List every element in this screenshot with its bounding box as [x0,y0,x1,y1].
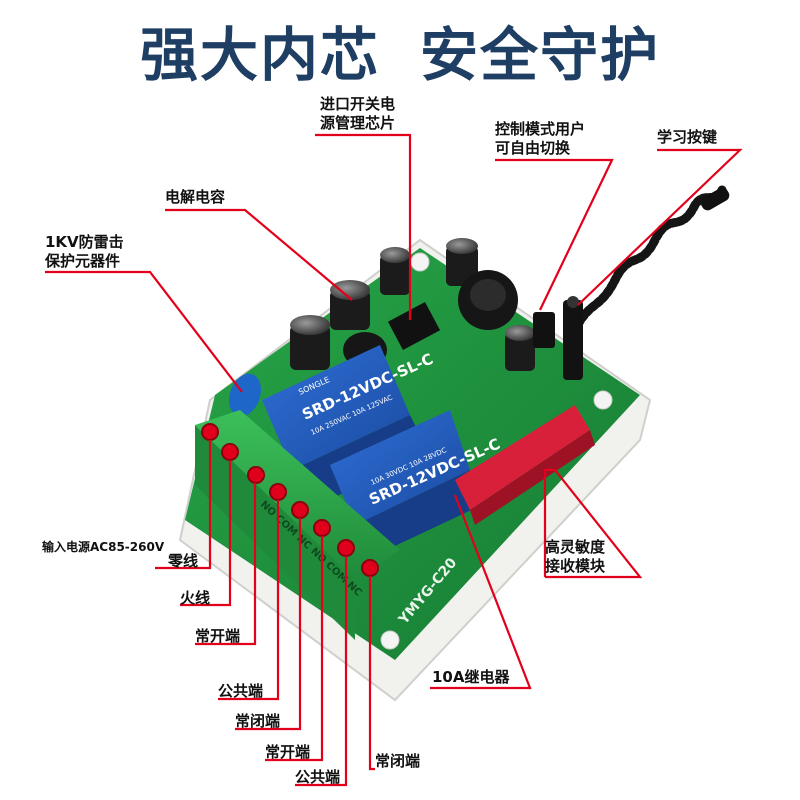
callout-nc1: 常闭端 [235,712,281,730]
mode-jumper [533,312,555,348]
callout-no2: 常开端 [265,743,311,761]
callout-neutral: 零线 [168,552,199,570]
callout-surge: 1KV防雷击 保护元器件 [45,233,124,270]
leader-neutral [155,440,212,570]
leader-com1 [218,500,280,701]
callout-power-input: 输入电源AC85-260V [42,540,165,554]
leader-live [180,460,232,607]
leader-nc2 [368,576,375,771]
callout-nc2: 常闭端 [375,752,421,770]
callout-capacitor: 电解电容 [165,188,226,206]
antenna-tip [700,187,730,211]
terminal-screws [201,423,379,577]
receiver-module [455,405,590,510]
leader-no1 [195,483,257,646]
mount-hole [593,390,613,410]
mount-hole [380,630,400,650]
leader-lines [45,133,743,787]
leader-surge [45,270,243,393]
callout-relay: 10A继电器 [432,668,510,686]
capacitor-group [290,238,535,371]
leader-receiver [543,468,643,579]
leader-learn-button [577,148,743,306]
leader-power-chip [315,133,412,320]
page-title: 强大内芯安全守护 [0,8,800,92]
leader-nc1 [235,518,302,731]
callout-com2: 公共端 [295,768,341,786]
title-right: 安全守护 [420,21,661,89]
antenna [570,185,727,335]
leader-com2 [295,556,348,787]
callout-live: 火线 [180,589,211,607]
leader-no2 [265,536,324,762]
callout-learn-button: 学习按键 [657,128,718,146]
callout-no1: 常开端 [195,627,241,645]
leader-capacitor [165,208,353,301]
title-left: 强大内芯 [139,21,380,89]
power-chip [387,302,441,350]
callout-power-chip: 进口开关电 源管理芯片 [320,95,396,132]
mount-hole [410,252,430,272]
callout-com1: 公共端 [218,682,264,700]
leader-relay [430,494,532,690]
callout-receiver: 高灵敏度 接收模块 [545,538,606,575]
leader-mode-switch [495,158,614,311]
callout-mode-switch: 控制模式用户 可自由切换 [495,120,586,157]
learn-button [563,300,583,380]
